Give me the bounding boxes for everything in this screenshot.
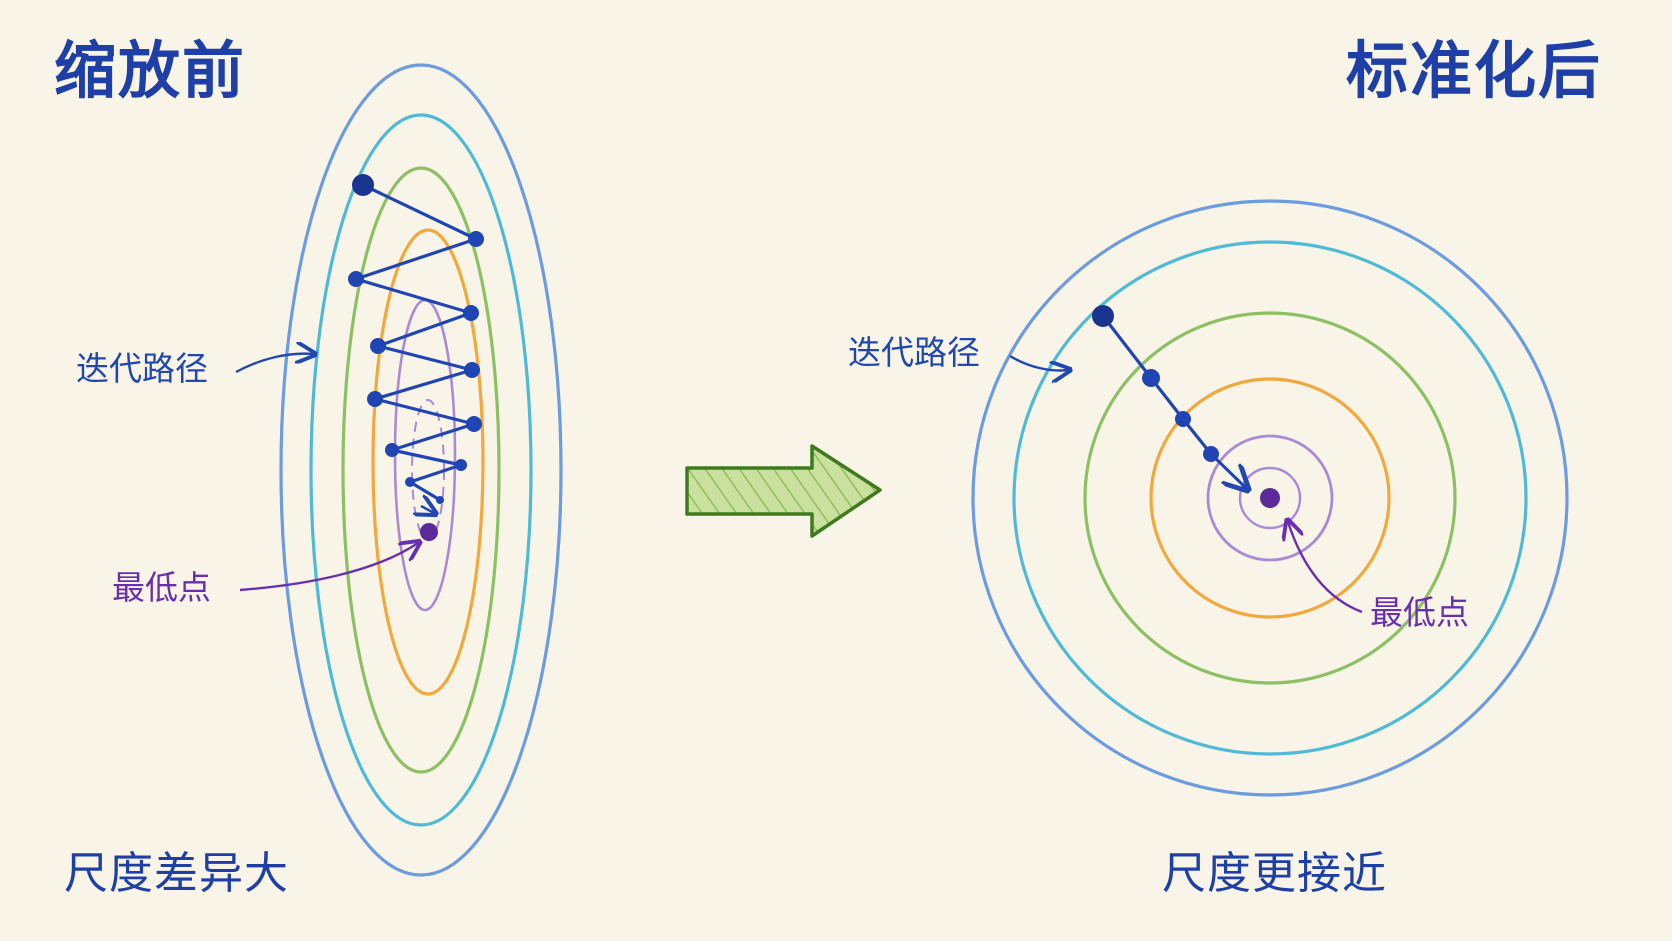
left-min-label-pointer	[239, 543, 418, 592]
left-path-label: 迭代路径	[76, 349, 208, 388]
right-contour-purple	[1206, 434, 1334, 562]
right-path-point	[1142, 369, 1160, 387]
left-path-point	[464, 362, 480, 378]
right-min-label: 最低点	[1370, 593, 1469, 632]
left-path-point	[370, 338, 386, 354]
left-contour-green	[341, 166, 501, 774]
right-contour-outer-blue	[971, 199, 1569, 797]
right-path-point	[1175, 411, 1191, 427]
left-min-label: 最低点	[112, 568, 211, 607]
right-path-label-pointer	[1009, 354, 1068, 370]
right-path-start-point	[1092, 305, 1114, 327]
right-contours	[971, 199, 1569, 797]
right-arrow-icon	[685, 444, 882, 538]
right-title: 标准化后	[1346, 34, 1603, 107]
left-path-point	[455, 459, 467, 471]
left-path-point	[367, 391, 383, 407]
right-min-label-pointer	[1288, 522, 1363, 614]
left-path-point	[463, 305, 479, 321]
left-path-tail-arrow	[421, 506, 434, 513]
left-contour-cyan	[309, 113, 533, 827]
left-path-label-pointer	[235, 354, 313, 374]
left-path-point	[348, 271, 364, 287]
left-path-point	[436, 496, 444, 504]
left-contour-purple	[393, 298, 457, 612]
right-path-tail-arrow	[1209, 452, 1246, 488]
left-contours	[279, 63, 563, 877]
right-path-label: 迭代路径	[848, 333, 980, 372]
left-contour-inner-dashed	[411, 399, 445, 541]
right-contour-green	[1083, 311, 1457, 685]
right-path-point	[1203, 446, 1219, 462]
left-zigzag-line	[354, 183, 478, 502]
left-path-point	[405, 477, 415, 487]
right-minimum-point	[1260, 488, 1280, 508]
right-contour-inner	[1238, 466, 1302, 530]
left-iteration-path	[348, 174, 484, 541]
right-path-line	[1101, 315, 1213, 455]
right-caption: 尺度更接近	[1162, 848, 1387, 899]
left-title: 缩放前	[54, 34, 247, 107]
left-path-point	[468, 231, 484, 247]
left-path-point	[385, 443, 399, 457]
left-path-point	[466, 416, 482, 432]
left-caption: 尺度差异大	[64, 848, 289, 899]
left-contour-orange	[371, 228, 485, 696]
right-iteration-path	[1092, 305, 1280, 508]
right-contour-orange	[1149, 377, 1391, 619]
right-contour-cyan	[1012, 240, 1528, 756]
left-minimum-point	[420, 523, 438, 541]
left-contour-outer-blue	[279, 63, 563, 877]
left-path-start-point	[352, 174, 374, 196]
